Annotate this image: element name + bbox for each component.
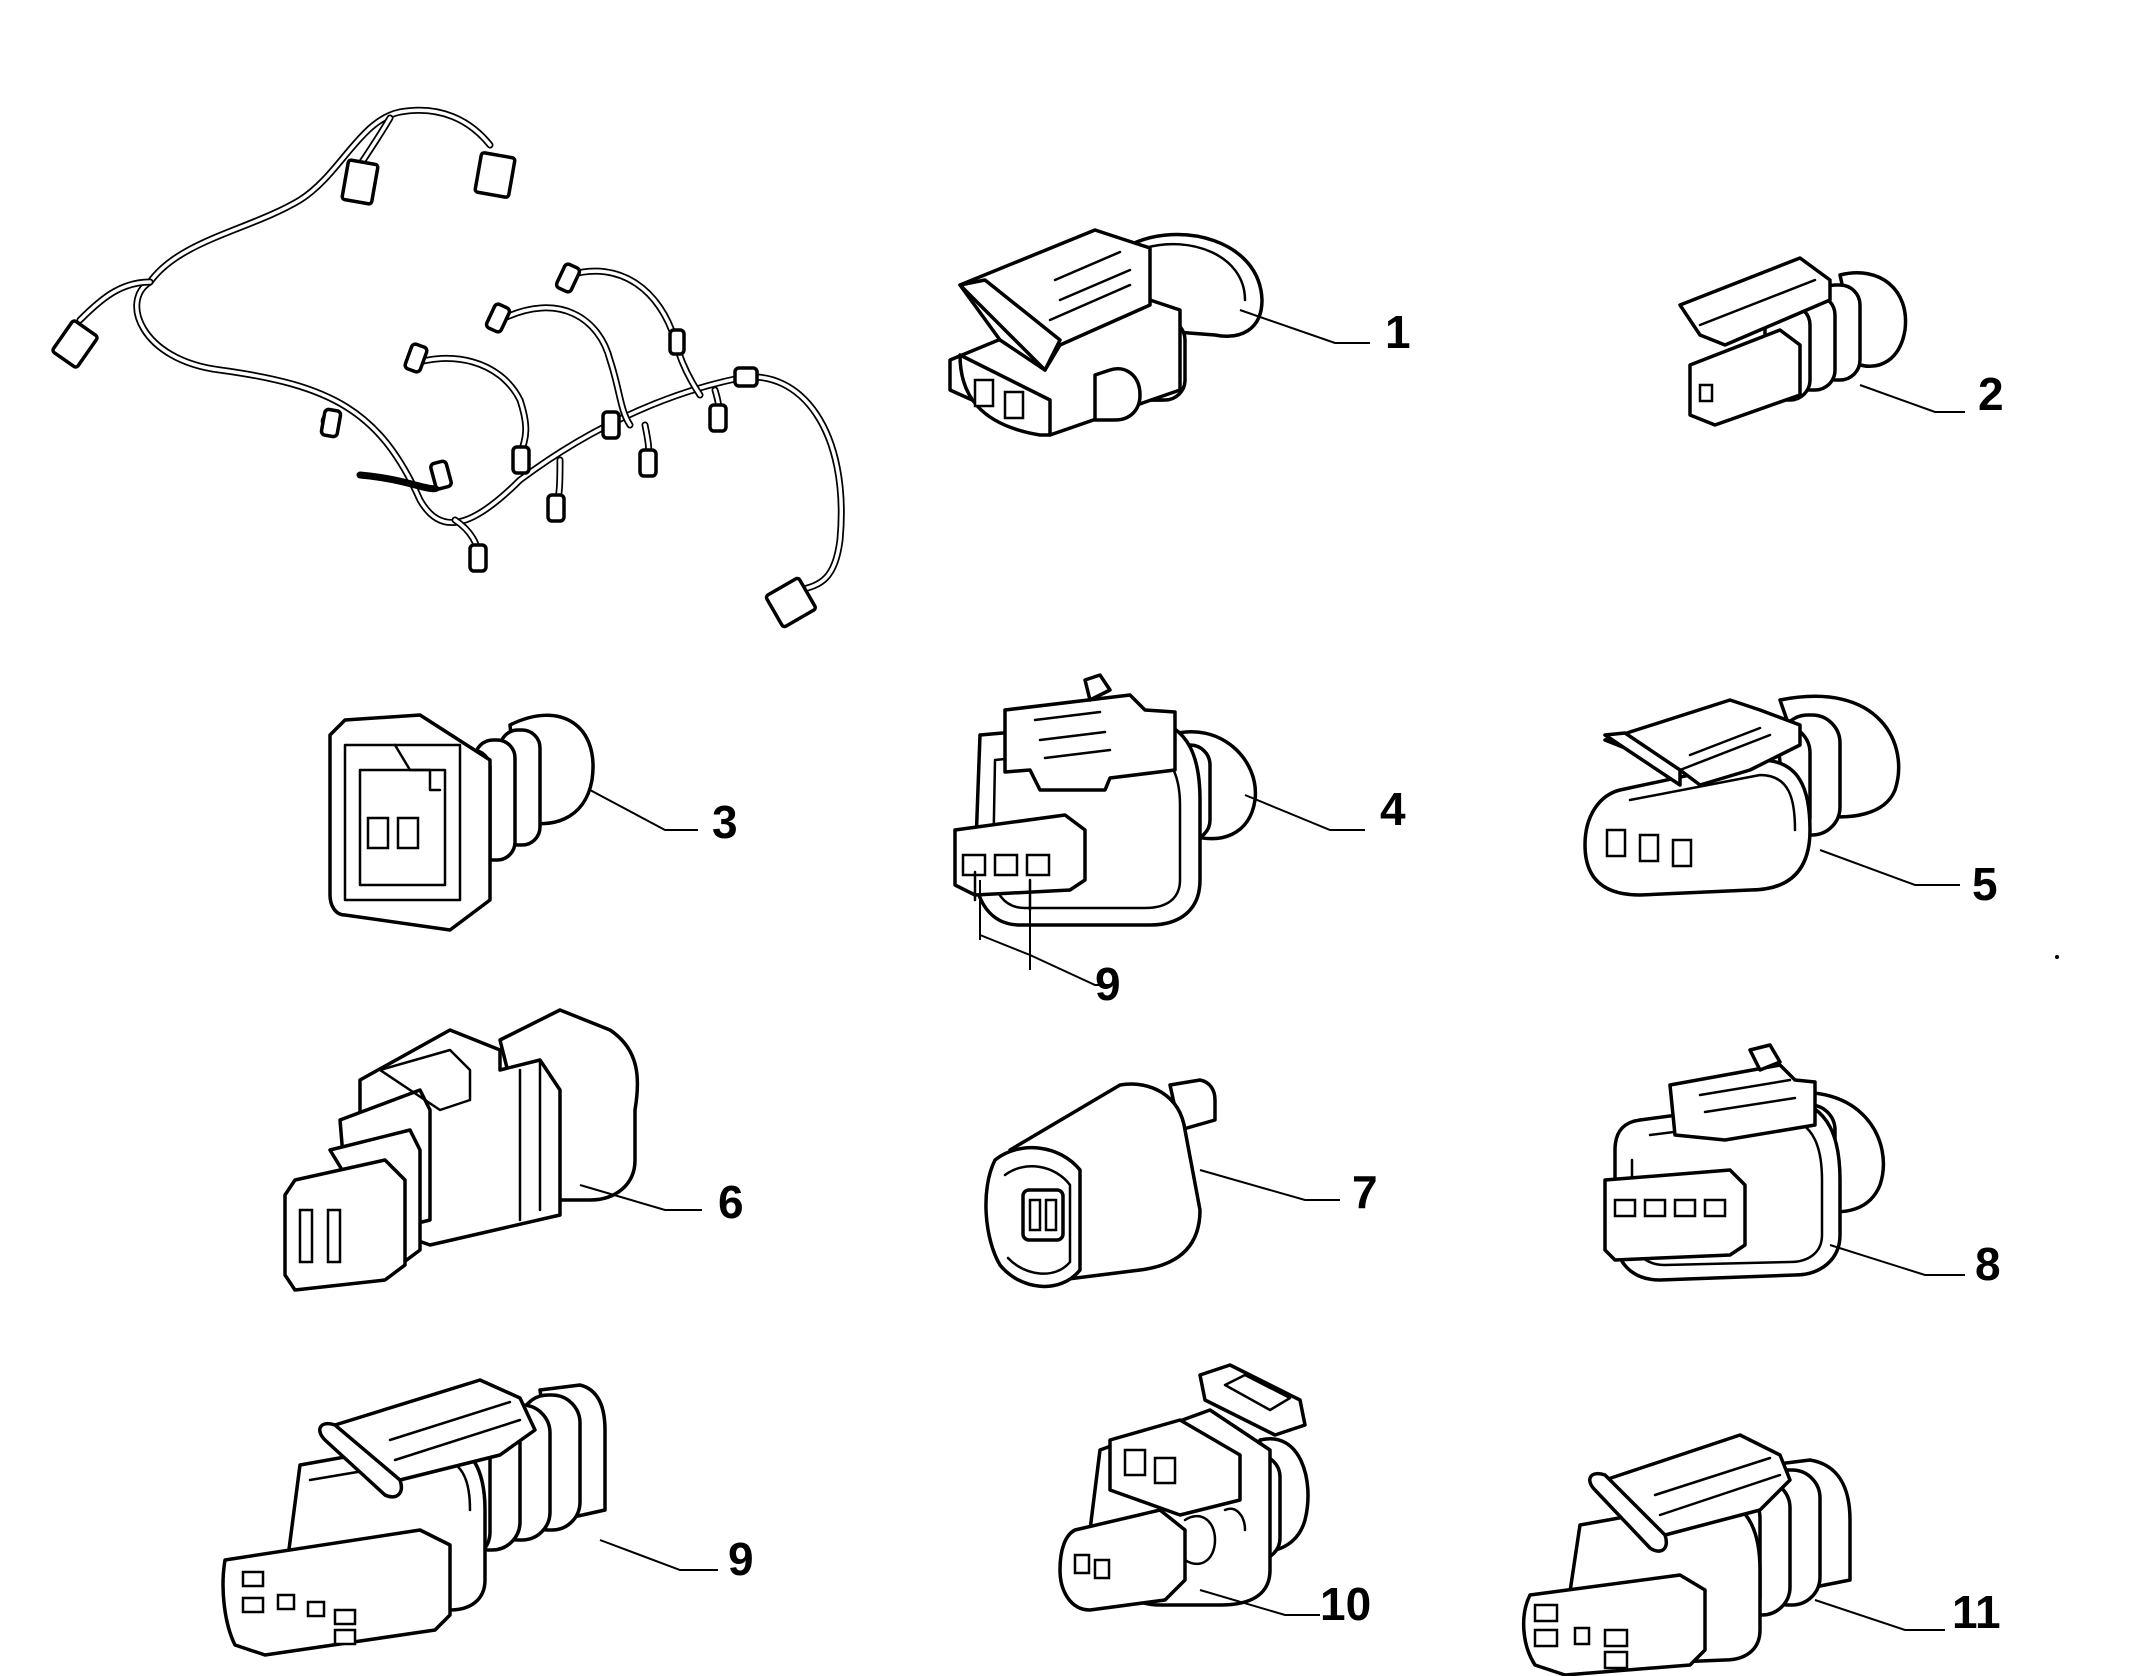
callout-9: 9 <box>728 1533 754 1585</box>
callout-4: 4 <box>1380 783 1406 835</box>
dimension-marker-4 <box>979 880 1110 986</box>
connector-9[interactable] <box>221 1378 607 1657</box>
leader-11 <box>1814 1599 1945 1631</box>
callout-6: 6 <box>718 1176 744 1228</box>
callout-8: 8 <box>1975 1238 2001 1290</box>
callout-1: 1 <box>1385 306 1411 358</box>
callout-7: 7 <box>1352 1166 1378 1218</box>
leader-9 <box>599 1539 718 1571</box>
harness-main-cable <box>76 106 845 594</box>
leader-7 <box>1199 1169 1340 1201</box>
callout-5: 5 <box>1972 858 1998 910</box>
wiring-harness <box>51 106 845 629</box>
callout-3: 3 <box>712 796 738 848</box>
connector-6[interactable] <box>283 1008 640 1292</box>
connector-5[interactable] <box>1583 694 1901 897</box>
callout-4-dimension: 9 <box>1095 958 1121 1010</box>
callout-10: 10 <box>1320 1578 1371 1630</box>
leader-6 <box>579 1184 702 1211</box>
harness-branches <box>320 267 723 564</box>
connector-3[interactable] <box>328 713 595 932</box>
connector-8[interactable] <box>1603 1043 1886 1282</box>
connector-2[interactable] <box>1678 256 1908 427</box>
callout-11: 11 <box>1952 1586 2001 1638</box>
connector-11[interactable] <box>1521 1433 1852 1676</box>
callout-2: 2 <box>1978 368 2004 420</box>
connector-7[interactable] <box>984 1078 1217 1289</box>
leader-8 <box>1829 1244 1965 1276</box>
leader-10 <box>1199 1589 1320 1616</box>
connector-1[interactable] <box>948 228 1264 437</box>
leader-1 <box>1239 309 1370 344</box>
leader-2 <box>1859 384 1965 413</box>
stray-dot <box>2055 955 2059 959</box>
leader-5 <box>1819 849 1960 886</box>
leader-3 <box>589 789 698 831</box>
connector-4[interactable] <box>953 673 1258 927</box>
connector-10[interactable] <box>1058 1363 1310 1612</box>
leader-4 <box>1244 794 1365 831</box>
harness-connector-ends <box>51 151 817 629</box>
